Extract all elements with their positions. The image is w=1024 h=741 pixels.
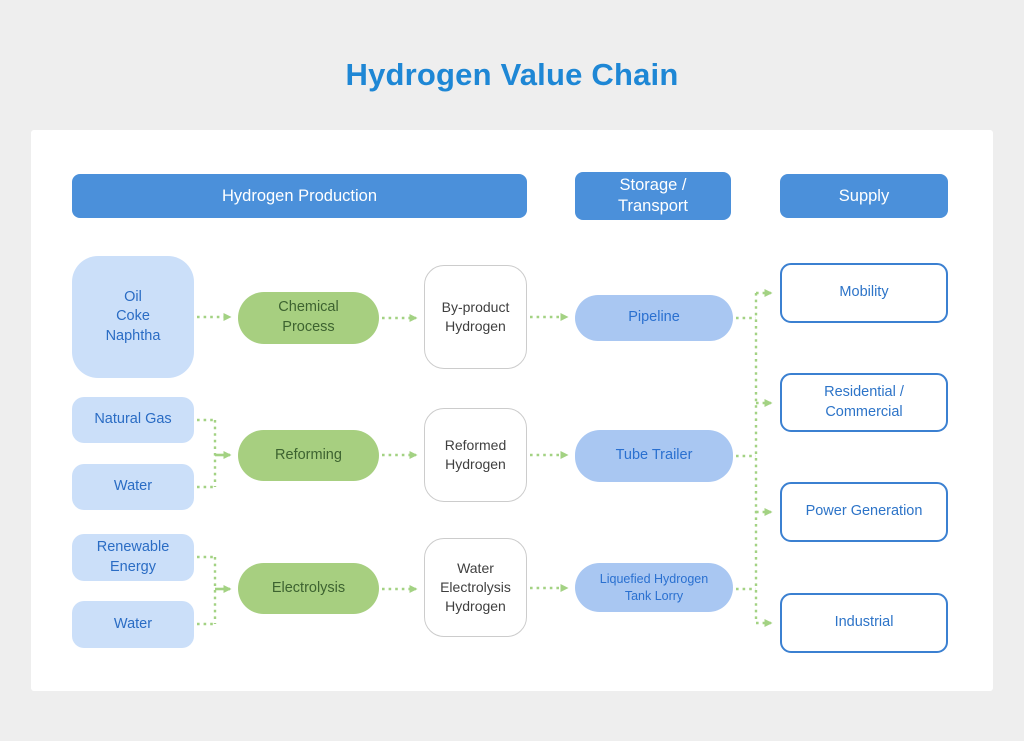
source-natural-gas: Natural Gas [72, 397, 194, 443]
process-electrolysis: Electrolysis [238, 563, 379, 614]
supply-industrial: Industrial [780, 593, 948, 653]
supply-mobility: Mobility [780, 263, 948, 323]
header-supply: Supply [780, 174, 948, 218]
transport-tube-trailer: Tube Trailer [575, 430, 733, 482]
source-renewable-energy: Renewable Energy [72, 534, 194, 581]
source-water-2: Water [72, 601, 194, 648]
supply-power-generation: Power Generation [780, 482, 948, 542]
header-hydrogen-production: Hydrogen Production [72, 174, 527, 218]
output-reformed-hydrogen: Reformed Hydrogen [424, 408, 527, 502]
output-water-electrolysis-hydrogen: Water Electrolysis Hydrogen [424, 538, 527, 637]
transport-liquefied-hydrogen-tank-lorry: Liquefied Hydrogen Tank Lorry [575, 563, 733, 612]
source-water-1: Water [72, 464, 194, 510]
supply-residential-commercial: Residential / Commercial [780, 373, 948, 432]
source-oil-coke-naphtha: Oil Coke Naphtha [72, 256, 194, 378]
process-chemical-process: Chemical Process [238, 292, 379, 344]
process-reforming: Reforming [238, 430, 379, 481]
header-storage-transport: Storage / Transport [575, 172, 731, 220]
page-title: Hydrogen Value Chain [345, 57, 679, 92]
transport-pipeline: Pipeline [575, 295, 733, 341]
output-byproduct-hydrogen: By-product Hydrogen [424, 265, 527, 369]
